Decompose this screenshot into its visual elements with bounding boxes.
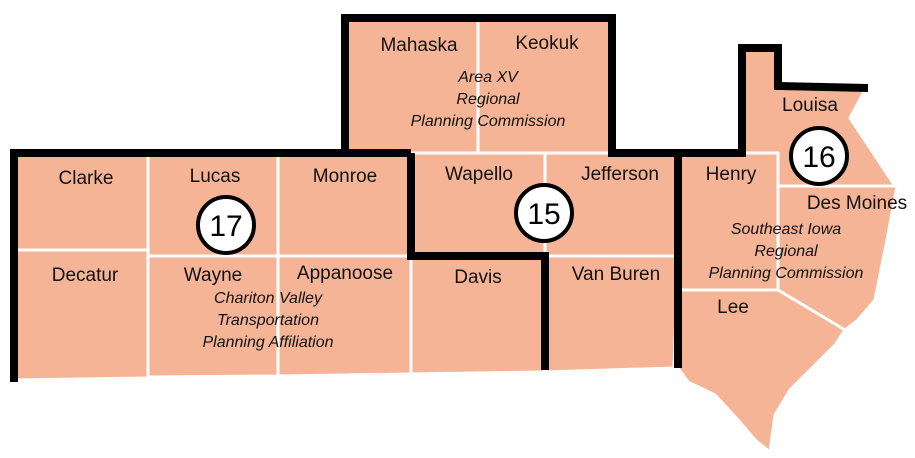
label-henry: Henry [706, 164, 757, 185]
region-17-name-line-1: Chariton Valley [214, 290, 323, 307]
region-15-name-line-3: Planning Commission [411, 113, 566, 130]
region-16-badge-circle [789, 126, 849, 186]
label-keokuk: Keokuk [515, 33, 579, 54]
region-17-name-line-3: Planning Affiliation [202, 334, 333, 351]
boundary-region-17-15 [10, 149, 345, 382]
label-clarke: Clarke [59, 168, 114, 189]
region-16-name-line-1: Southeast Iowa [731, 221, 841, 238]
region-agency-labels: Chariton Valley Transportation Planning … [202, 69, 863, 351]
label-monroe: Monroe [313, 166, 377, 187]
label-van-buren: Van Buren [572, 264, 660, 285]
label-louisa: Louisa [782, 95, 838, 116]
label-lucas: Lucas [190, 166, 241, 187]
region-17-badge-circle [196, 195, 256, 255]
region-16-number: 16 [802, 141, 835, 174]
region-17-badge: 17 [196, 195, 256, 255]
region-15-badge-circle [514, 183, 574, 243]
label-appanoose: Appanoose [297, 263, 393, 284]
region-15-badge: 15 [514, 183, 574, 243]
region-16-name-line-2: Regional [754, 243, 818, 260]
region-15-name-line-2: Regional [456, 91, 520, 108]
region-16-badge: 16 [789, 126, 849, 186]
region-15-number: 15 [527, 198, 560, 231]
label-jefferson: Jefferson [581, 164, 659, 185]
boundary-region-15-top [341, 14, 678, 157]
label-wayne: Wayne [184, 265, 242, 286]
boundary-region-16-top [678, 44, 869, 157]
county-lee [676, 288, 847, 454]
label-lee: Lee [717, 297, 749, 318]
region-16-name-line-3: Planning Commission [709, 265, 864, 282]
region-15-name-line-1: Area XV [457, 69, 519, 86]
label-davis: Davis [454, 267, 502, 288]
region-17-number: 17 [209, 210, 242, 243]
county-shapes [12, 16, 899, 454]
county-labels: Clarke Lucas Monroe Decatur Wayne Appano… [52, 33, 907, 318]
boundary-region-17-15-divider [407, 153, 549, 370]
region-boundaries [10, 14, 869, 382]
label-mahaska: Mahaska [380, 35, 458, 56]
label-wapello: Wapello [445, 164, 513, 185]
label-des-moines: Des Moines [807, 193, 907, 214]
label-decatur: Decatur [52, 265, 119, 286]
region-17-name-line-2: Transportation [217, 312, 319, 329]
